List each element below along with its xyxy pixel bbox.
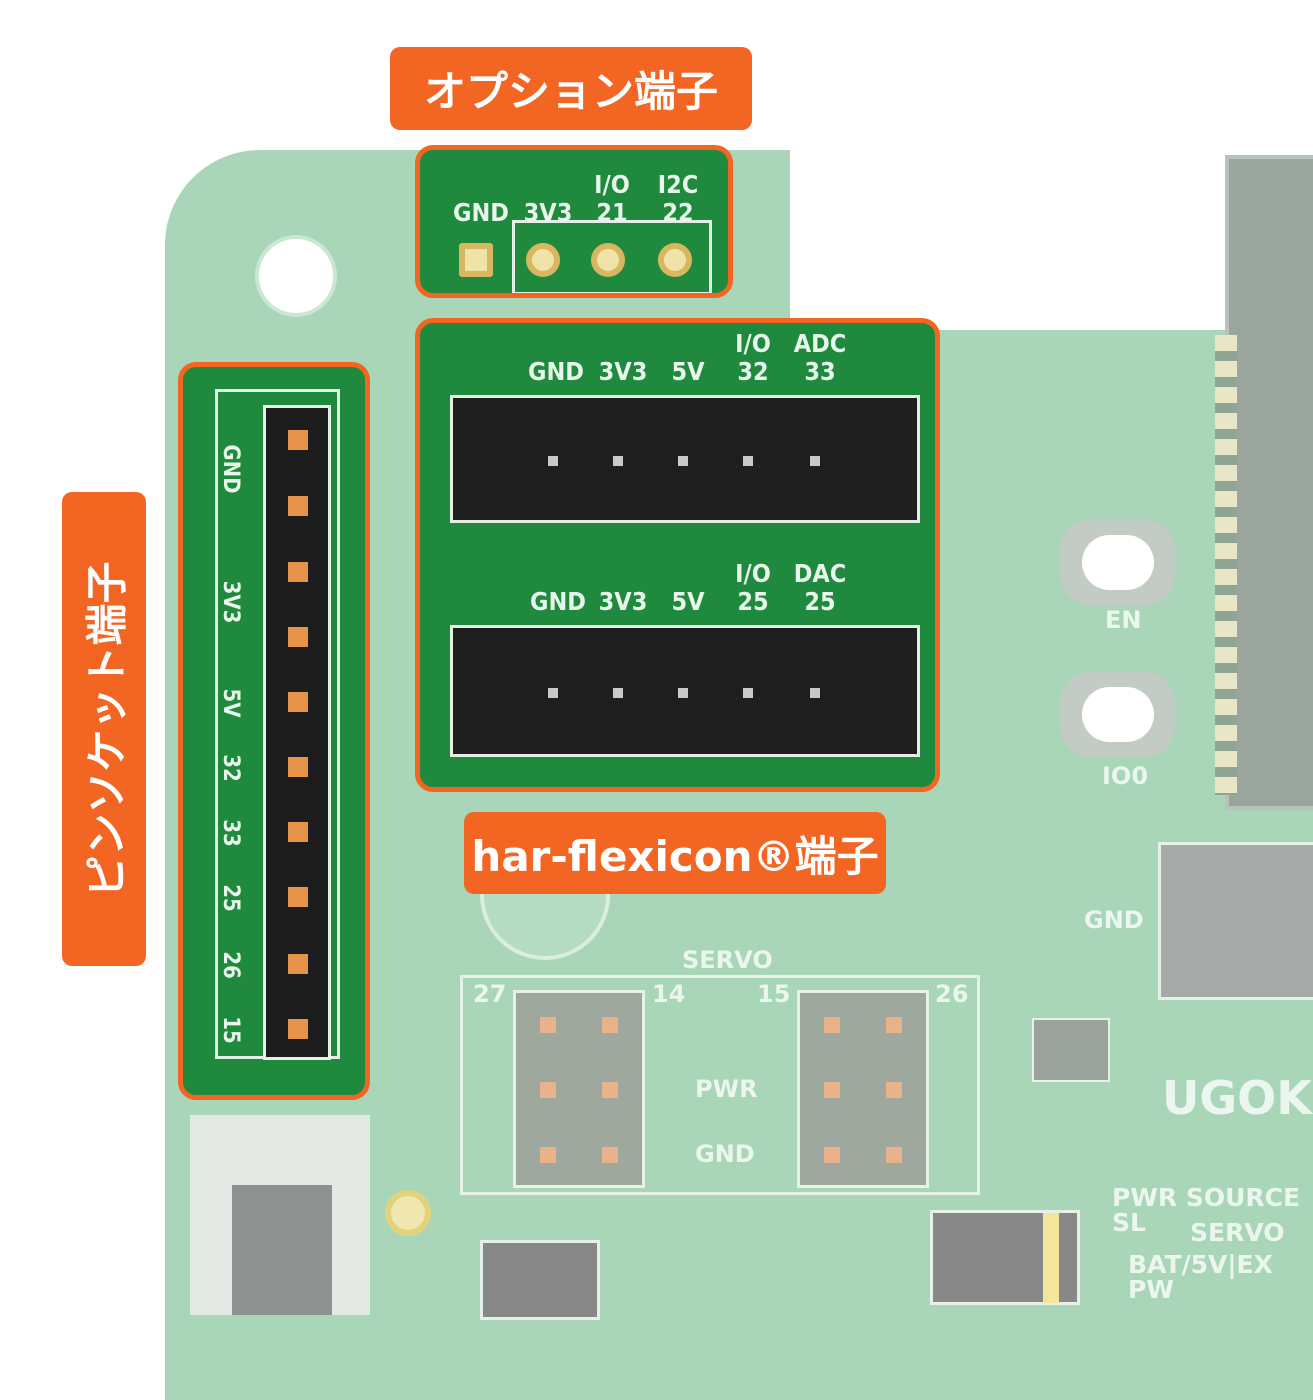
flexicon-label-top: ADC <box>793 329 847 358</box>
via-pad <box>385 1190 431 1236</box>
servo-pwr-row-label: PWR <box>695 1075 758 1103</box>
option-pin-label: 21 <box>596 198 628 227</box>
gnd-label-right: GND <box>1084 906 1144 934</box>
servo-27-label: 27 <box>473 980 507 1008</box>
pin-socket-strip: GND 3V3 5V 32 33 25 26 15 <box>218 405 331 1060</box>
flexicon-label-top: I/O <box>735 329 771 358</box>
io0-button <box>1060 672 1175 757</box>
io0-label: IO0 <box>1102 762 1149 790</box>
socket-pin-label: GND <box>218 444 243 494</box>
pin-socket-callout-text: ピンソケット端子 <box>82 560 132 898</box>
flexicon-connector-1 <box>450 395 920 523</box>
flexicon-label: GND <box>530 587 586 616</box>
servo-outline <box>460 975 980 1195</box>
ic-chip <box>1032 1018 1110 1082</box>
option-pin-label: GND <box>453 198 509 227</box>
socket-pin-label: 15 <box>218 1016 243 1044</box>
servo-gnd-row-label: GND <box>695 1140 755 1168</box>
socket-pin-label: 3V3 <box>218 580 243 624</box>
gnd-pad <box>459 243 493 277</box>
pwr-source-label: PWR SOURCE SL <box>1112 1183 1301 1237</box>
flexicon-connector-2 <box>450 625 920 757</box>
flexicon-highlight: GND 3V3 5V I/O 32 ADC 33 GND 3V3 5V I/O … <box>415 318 940 792</box>
flexicon-label-top: DAC <box>793 559 847 588</box>
power-switch <box>190 1115 370 1315</box>
diode-2 <box>930 1210 1080 1305</box>
servo-15-label: 15 <box>757 980 791 1008</box>
flexicon-label: 25 <box>804 587 836 616</box>
bat-label: BAT/5V|EX PW <box>1128 1250 1273 1304</box>
flexicon-label: 5V <box>671 587 705 616</box>
option-pin-label-top: I/O <box>594 170 630 199</box>
servo-14-label: 14 <box>652 980 686 1008</box>
flexicon-label: 25 <box>737 587 769 616</box>
socket-pin-label: 26 <box>218 951 243 979</box>
option-pin-label: 22 <box>662 198 694 227</box>
flexicon-label: GND <box>528 357 584 386</box>
servo-label: SERVO <box>682 946 773 974</box>
option-pin-label: 3V3 <box>523 198 573 227</box>
flexicon-label: 3V3 <box>598 357 648 386</box>
mounting-hole <box>255 235 337 317</box>
io21-pad <box>591 243 625 277</box>
flexicon-label: 33 <box>804 357 836 386</box>
3v3-pad <box>526 243 560 277</box>
option-pin-label-top: I2C <box>657 170 699 199</box>
socket-pin-label: 25 <box>218 884 243 912</box>
flexicon-label-top: I/O <box>735 559 771 588</box>
servo-26-label: 26 <box>935 980 969 1008</box>
servo-header-right <box>797 990 929 1188</box>
servo-pwr-label: SERVO <box>1190 1218 1285 1247</box>
flexicon-label: 3V3 <box>598 587 648 616</box>
module-pins <box>1215 335 1237 795</box>
option-terminal-callout: オプション端子 <box>390 47 752 130</box>
power-jack <box>1158 842 1313 1000</box>
socket-pin-label: 33 <box>218 819 243 847</box>
diode <box>480 1240 600 1320</box>
socket-pin-label: 32 <box>218 754 243 782</box>
en-button <box>1060 520 1175 605</box>
flexicon-terminal-callout: har-flexicon®端子 <box>464 812 886 894</box>
esp32-module <box>1225 155 1313 810</box>
flexicon-label: 32 <box>737 357 769 386</box>
socket-pin-label: 5V <box>218 688 243 718</box>
option-header-highlight: GND 3V3 I/O 21 I2C 22 <box>415 145 733 298</box>
flexicon-label: 5V <box>671 357 705 386</box>
pin-socket-callout: ピンソケット端子 <box>62 492 146 966</box>
en-label: EN <box>1105 606 1142 634</box>
pin-socket-highlight: GND 3V3 5V 32 33 25 26 15 <box>178 362 370 1100</box>
brand-text: UGOK <box>1162 1071 1312 1125</box>
servo-header-left <box>513 990 645 1188</box>
header-outline <box>512 220 712 293</box>
io22-pad <box>658 243 692 277</box>
